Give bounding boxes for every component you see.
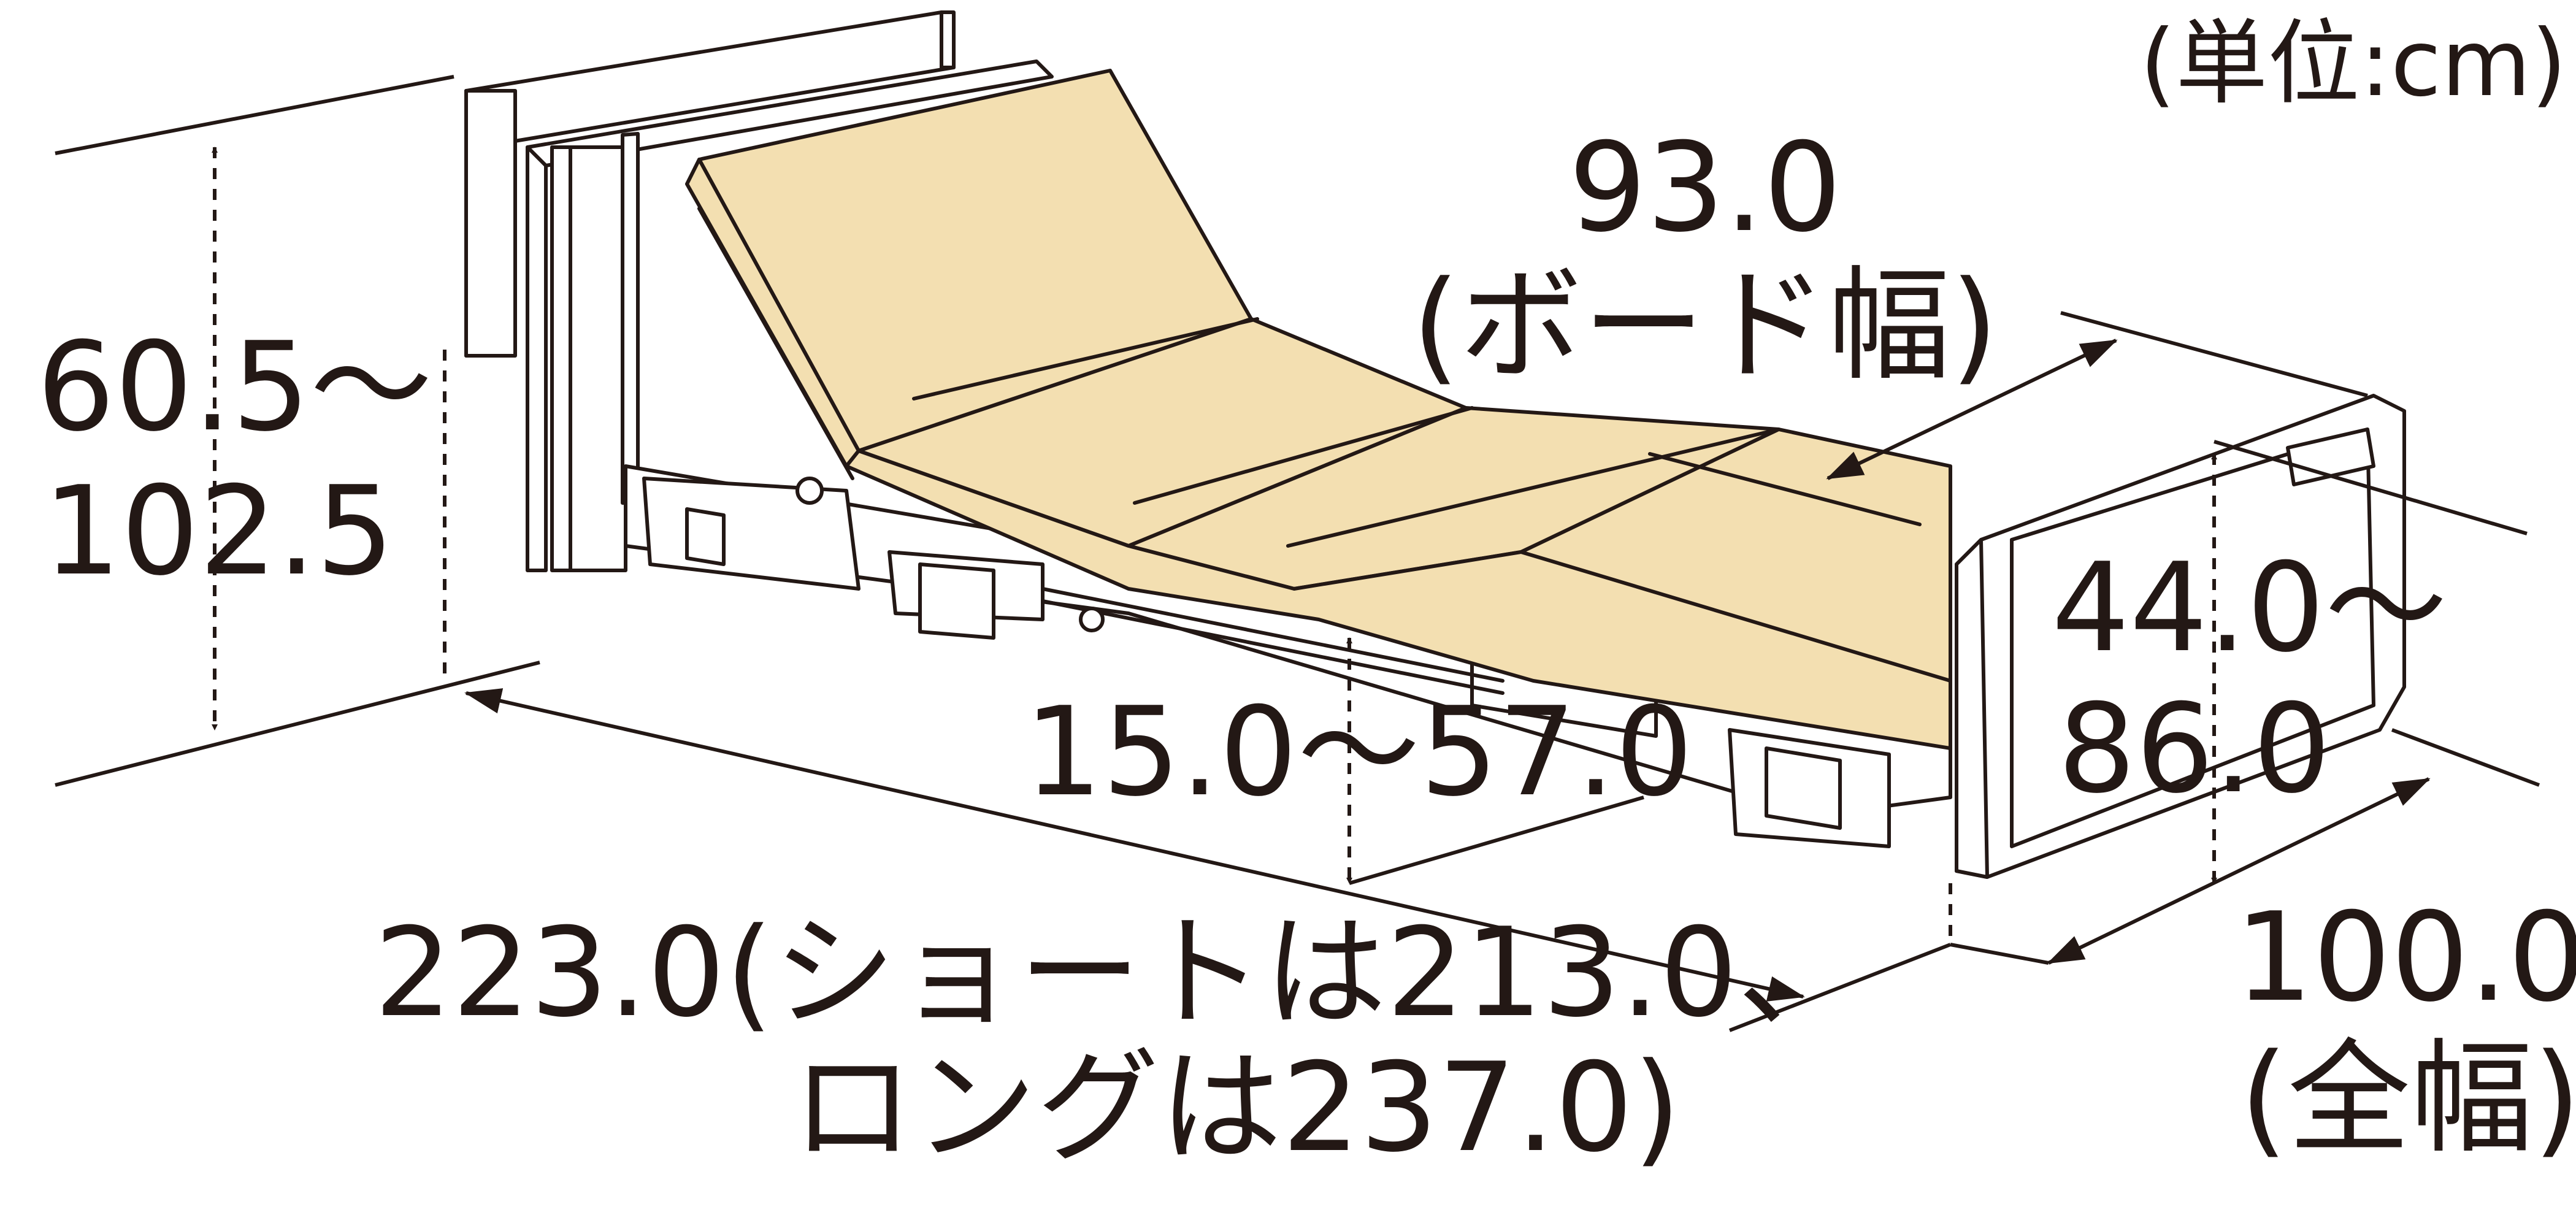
overall-width-label-line2: (全幅): [2240, 1027, 2576, 1170]
dimension-labels: (単位:cm) 60.5〜 102.5 93.0 (ボード幅) 44.0〜 86…: [37, 10, 2576, 1179]
length-arrow: [464, 688, 1805, 1002]
overall-width-label-line1: 100.0: [2235, 886, 2576, 1029]
head-height-label-line2: 102.5: [43, 460, 394, 603]
foot-height-label-line1: 44.0〜: [2052, 537, 2447, 680]
dimension-lines: [55, 75, 2540, 1032]
overall-width-arrow: [2047, 777, 2431, 965]
board-width-arrow: [1826, 339, 2118, 480]
mattress: [685, 69, 1952, 750]
headboard: [464, 10, 1054, 572]
foot-height-label-line2: 86.0: [2058, 678, 2331, 821]
length-label-line2: ロングは237.0): [791, 1037, 1681, 1179]
board-width-label-line2: (ボード幅): [1412, 255, 1998, 397]
unit-label: (単位:cm): [2140, 10, 2567, 117]
board-width-label-line1: 93.0: [1568, 117, 1841, 259]
footboard: [1955, 394, 2406, 879]
floor-height-label: 15.0〜57.0: [1024, 681, 1693, 824]
length-label-line1: 223.0(ショートは213.0、: [374, 902, 1860, 1045]
head-height-label-line1: 60.5〜: [37, 316, 432, 459]
